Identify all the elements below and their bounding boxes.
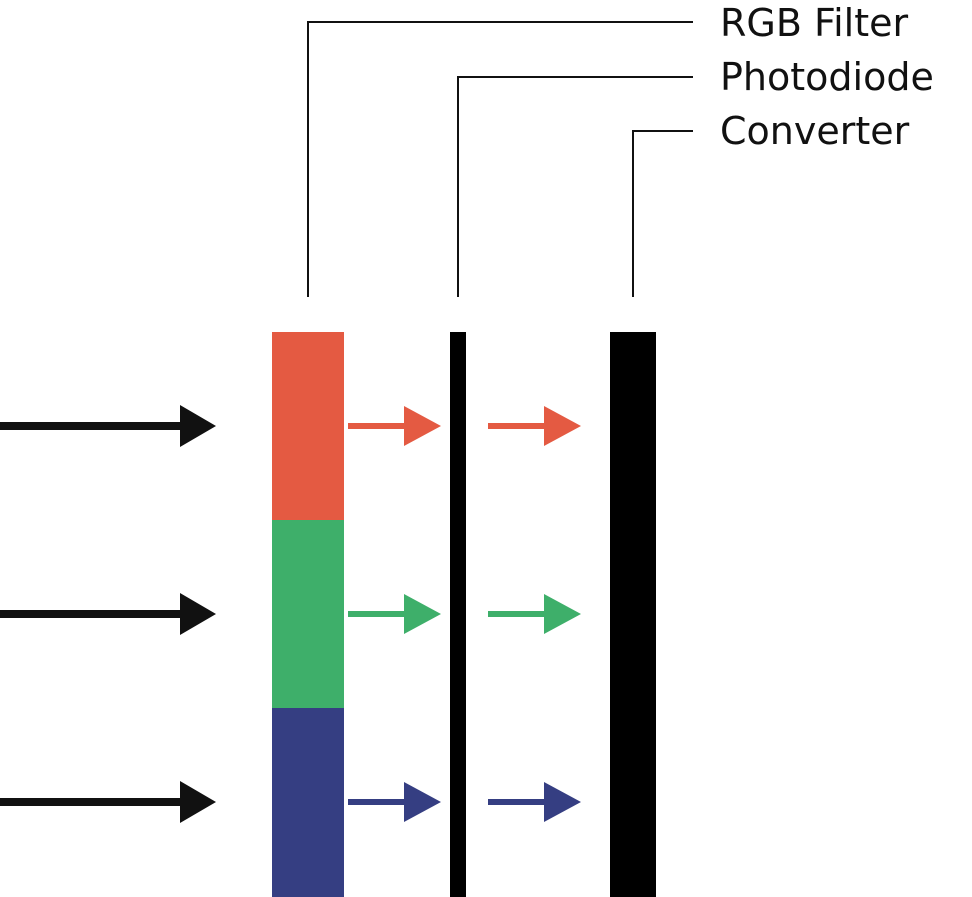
converter-bar [610, 332, 656, 897]
red-arrow-to-photodiode [348, 406, 441, 446]
signal-arrows [488, 406, 581, 822]
photodiode-bar [450, 332, 466, 897]
red-arrow-to-converter [488, 406, 581, 446]
rgb-filter-blue-segment [272, 708, 344, 897]
incoming-arrow-middle [0, 593, 216, 635]
labels: RGB Filter Photodiode Converter [720, 1, 934, 153]
incoming-arrow-bottom [0, 781, 216, 823]
photodiode-label: Photodiode [720, 55, 934, 99]
rgb-filter-label: RGB Filter [720, 1, 908, 45]
blue-arrow-to-photodiode [348, 782, 441, 822]
filtered-light-arrows [348, 406, 441, 822]
incoming-arrow-top [0, 405, 216, 447]
rgb-filter-red-segment [272, 332, 344, 521]
converter-leader-line [632, 130, 693, 297]
green-arrow-to-converter [488, 594, 581, 634]
green-arrow-to-photodiode [348, 594, 441, 634]
converter-label: Converter [720, 109, 910, 153]
incoming-light-arrows [0, 405, 216, 823]
photodiode-leader-line [457, 76, 693, 297]
blue-arrow-to-converter [488, 782, 581, 822]
rgb-filter [272, 332, 344, 897]
leader-lines [307, 21, 693, 297]
rgb-filter-leader-line [307, 21, 693, 297]
rgb-filter-green-segment [272, 520, 344, 709]
